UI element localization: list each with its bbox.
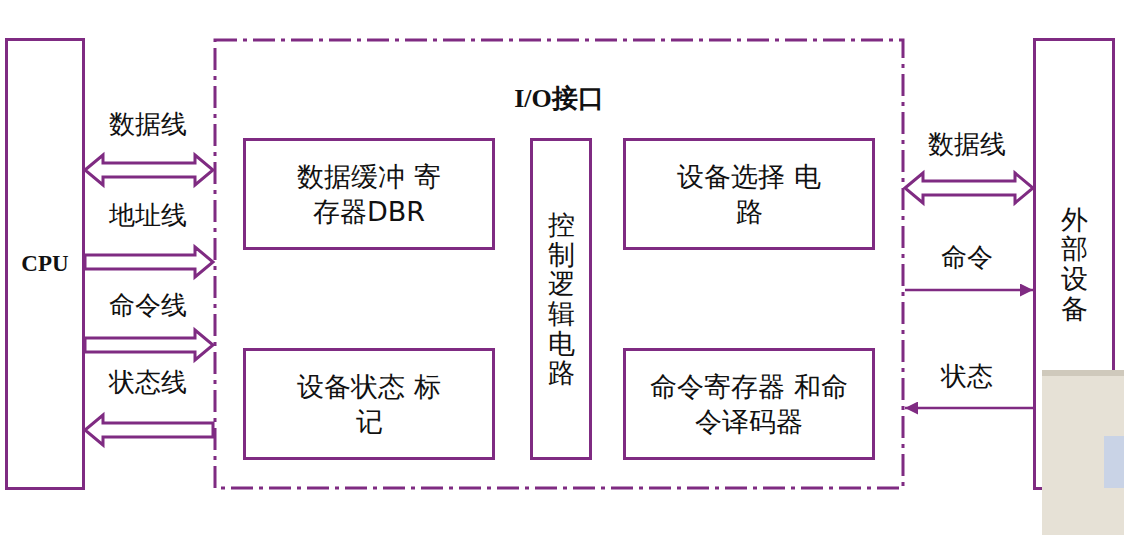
bus-arrow [905, 173, 1033, 203]
hollow-arrow-shape [905, 173, 1033, 203]
signal-arrow [905, 408, 1033, 409]
box-label: 命令寄存器 和命令译码器 [649, 369, 849, 439]
signal-arrow [905, 290, 1033, 291]
io-interface-region: I/O接口数据缓冲 寄存器DBR 控制逻辑电路 设备选择 电路设备状态 标记 命令寄存… [213, 38, 905, 490]
register-box: 数据缓冲 寄存器DBR [243, 138, 495, 250]
thin-arrow-line [905, 407, 1033, 410]
hollow-arrow-shape [85, 155, 213, 185]
signal-label: 数据线 [106, 110, 190, 140]
signal-label: 命令 [938, 243, 996, 273]
signal-label: 地址线 [106, 201, 190, 231]
external-device-box: 外部设备 [1033, 38, 1115, 490]
bus-arrow [85, 247, 213, 277]
cpu-box: CPU [5, 38, 85, 490]
signal-label: 数据线 [925, 130, 1009, 160]
webcam-frame [1042, 370, 1124, 535]
bus-arrow [85, 155, 213, 185]
box-label: 设备选择 电路 [664, 159, 834, 229]
command-register-box: 命令寄存器 和命令译码器 [623, 348, 875, 460]
signal-label: 状态线 [106, 368, 190, 398]
box-label: 设备状态 标记 [284, 369, 454, 439]
region-title: I/O接口 [213, 82, 905, 116]
webcam-blur [1104, 436, 1124, 488]
box-label: 数据缓冲 寄存器DBR [284, 159, 454, 229]
hollow-arrow-shape [85, 415, 213, 445]
webcam-edge [1042, 370, 1124, 376]
hollow-arrow-shape [85, 247, 213, 277]
control-logic-box: 控制逻辑电路 [530, 138, 592, 460]
signal-label: 命令线 [106, 291, 190, 321]
thin-arrow-line [905, 289, 1033, 292]
status-flag-box: 设备状态 标记 [243, 348, 495, 460]
signal-label: 状态 [938, 362, 996, 392]
bus-arrow [85, 415, 213, 445]
box-label: 控制逻辑电路 [548, 210, 575, 388]
select-circuit-box: 设备选择 电路 [623, 138, 875, 250]
bus-arrow [85, 330, 213, 360]
hollow-arrow-shape [85, 330, 213, 360]
box-label: CPU [21, 249, 68, 279]
box-label: 外部设备 [1061, 205, 1088, 324]
